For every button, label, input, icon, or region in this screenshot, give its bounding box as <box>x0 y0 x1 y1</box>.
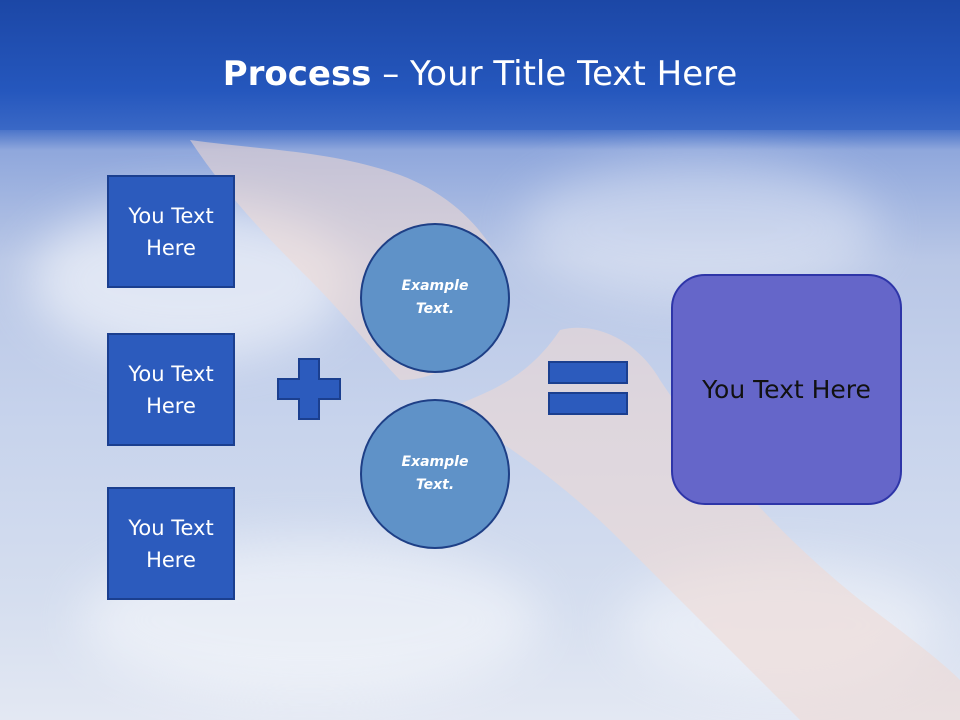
operand-label: Example Text. <box>401 454 469 493</box>
cloud-decoration <box>620 560 940 690</box>
result-box[interactable]: You Text Here <box>671 274 902 505</box>
operand-circle-2[interactable]: Example Text. <box>360 399 510 549</box>
title-bold: Process <box>222 54 372 94</box>
input-box-label: You Text Here <box>128 515 214 572</box>
result-label: You Text Here <box>702 375 871 404</box>
title-band <box>0 0 960 130</box>
input-box-1[interactable]: You Text Here <box>107 175 235 288</box>
input-box-label: You Text Here <box>128 361 214 418</box>
equals-icon <box>548 361 628 415</box>
operand-label: Example Text. <box>401 278 469 317</box>
input-box-label: You Text Here <box>128 203 214 260</box>
operand-circle-1[interactable]: Example Text. <box>360 223 510 373</box>
page-title: Process – Your Title Text Here <box>0 52 960 96</box>
title-rest: – Your Title Text Here <box>371 54 738 94</box>
plus-icon <box>277 358 341 420</box>
input-box-3[interactable]: You Text Here <box>107 487 235 600</box>
input-box-2[interactable]: You Text Here <box>107 333 235 446</box>
